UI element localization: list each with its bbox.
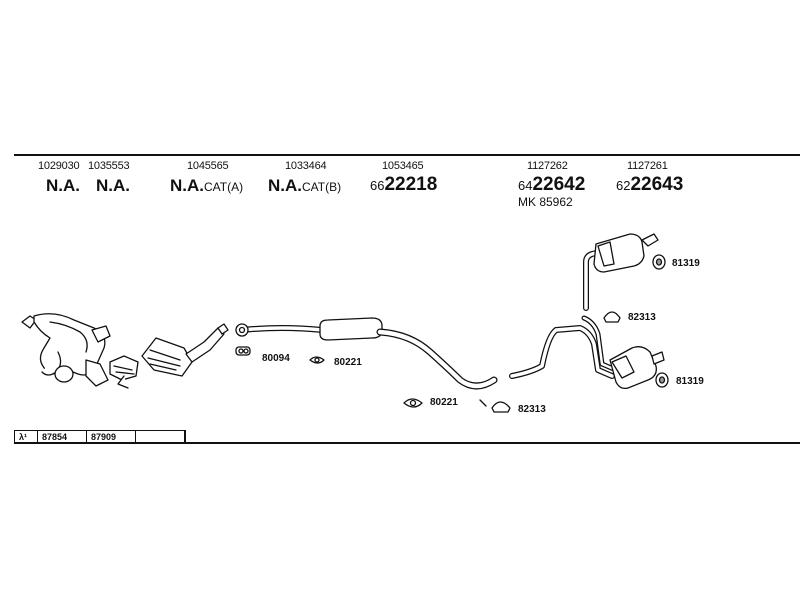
lambda-symbol: λ¹ bbox=[15, 431, 38, 444]
part-label-main: 22643 bbox=[630, 174, 684, 195]
callout-gasket: 80221 bbox=[430, 397, 458, 408]
intermediate-pipe bbox=[235, 317, 498, 390]
callout-gasket: 80094 bbox=[262, 353, 290, 364]
part-label-suffix: CAT(A) bbox=[204, 180, 244, 194]
part-number: 1127261 bbox=[627, 160, 668, 172]
callout-hanger: 81319 bbox=[676, 376, 704, 387]
part-number: 1029030 bbox=[38, 160, 80, 172]
part-label-suffix: CAT(B) bbox=[302, 180, 342, 194]
clamp-part bbox=[603, 311, 621, 323]
part-label: 6222643 bbox=[616, 174, 683, 196]
part-label-main: N.A. bbox=[268, 176, 302, 195]
part-label: N.A. bbox=[46, 176, 80, 195]
callout-hanger: 81319 bbox=[672, 258, 700, 269]
part-label-main: 22642 bbox=[532, 174, 586, 195]
clamp-part bbox=[491, 401, 511, 413]
part-label-prefix: 64 bbox=[518, 178, 533, 193]
part-number: 1045565 bbox=[187, 160, 229, 172]
callout-clamp: 82313 bbox=[628, 312, 656, 323]
part-number: 1035553 bbox=[88, 160, 130, 172]
callout-gasket: 80221 bbox=[334, 357, 362, 368]
part-label-extra: MK 85962 bbox=[518, 195, 573, 209]
part-number: 1053465 bbox=[382, 160, 424, 172]
part-label: N.A.CAT(B) bbox=[268, 176, 341, 196]
frame-top-line bbox=[14, 154, 800, 156]
part-label-prefix: 62 bbox=[616, 178, 631, 193]
part-number: 1033464 bbox=[285, 160, 327, 172]
sensor-empty bbox=[136, 431, 185, 444]
part-label: 6422642 bbox=[518, 174, 585, 196]
flex-pipe bbox=[109, 355, 139, 389]
part-label: N.A. bbox=[96, 176, 130, 195]
catalytic-converter bbox=[141, 323, 229, 377]
part-label-prefix: 66 bbox=[370, 178, 385, 193]
part-label-main: 22218 bbox=[384, 174, 438, 195]
part-label-main: N.A. bbox=[170, 176, 204, 195]
rear-pipe bbox=[509, 233, 665, 390]
sensor-value: 87909 bbox=[87, 431, 136, 444]
callout-clamp: 82313 bbox=[518, 404, 546, 415]
part-label: N.A.CAT(A) bbox=[170, 176, 243, 196]
sensor-value: 87854 bbox=[38, 431, 87, 444]
frame-bottom-line bbox=[14, 442, 800, 444]
part-number: 1127262 bbox=[527, 160, 568, 172]
part-label: 6622218 bbox=[370, 174, 437, 196]
sensor-table: λ¹ 87854 87909 bbox=[14, 430, 186, 444]
exhaust-manifold bbox=[21, 313, 111, 387]
